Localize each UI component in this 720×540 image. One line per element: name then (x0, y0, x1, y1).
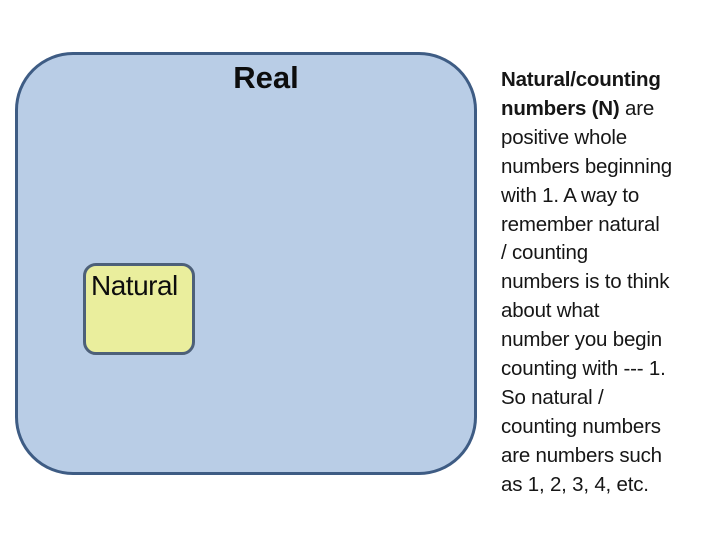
description-line: positive whole (501, 125, 627, 149)
description-line: / counting (501, 241, 588, 265)
description-line: are numbers such (501, 443, 662, 467)
description-line: numbers beginning (501, 154, 672, 178)
description-line: Natural/counting (501, 68, 661, 91)
description-line: numbers is to think (501, 270, 670, 294)
natural-set-label: Natural (91, 270, 178, 301)
description-line: So natural / (501, 385, 604, 409)
description-line: counting with --- 1. (501, 357, 666, 381)
natural-numbers-set-shape: Natural (83, 263, 195, 355)
description-line: as 1, 2, 3, 4, etc. (501, 472, 649, 496)
description-line: numbers (N) are (501, 96, 655, 120)
description-line: number you begin (501, 328, 662, 352)
description-text-block: Natural/counting numbers (N) are positiv… (501, 66, 720, 500)
description-line: about what (501, 299, 600, 323)
description-line: counting numbers (501, 414, 661, 438)
description-line: with 1. A way to (501, 183, 640, 207)
real-set-label: Real (233, 60, 299, 95)
real-numbers-set-shape (15, 52, 477, 475)
description-line: remember natural (501, 212, 660, 236)
